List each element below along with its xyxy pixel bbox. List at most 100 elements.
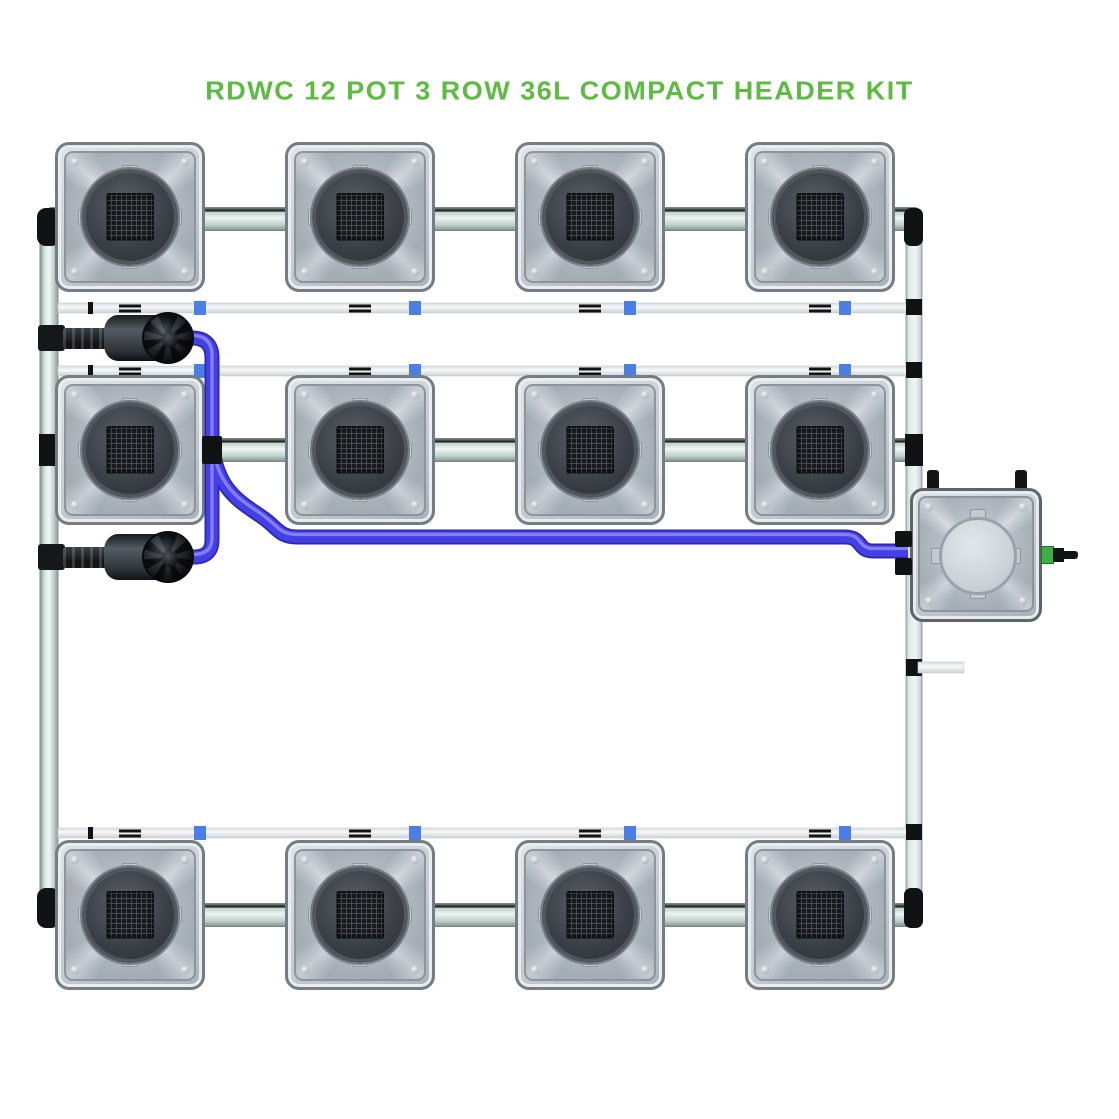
left-bottom-elbow <box>37 888 60 928</box>
lid-screw <box>925 503 933 511</box>
pipe-union-mark <box>119 372 141 376</box>
lid-screw <box>641 856 649 864</box>
tank-inlet-fitting-icon <box>895 558 912 575</box>
lid-screw <box>871 966 879 974</box>
pump-1 <box>38 312 198 364</box>
lid-screw <box>411 268 419 276</box>
lid-screw <box>531 856 539 864</box>
pipe-clip-blue <box>409 364 421 378</box>
right-pipe-clip <box>906 299 922 315</box>
net-pot-mesh <box>796 193 844 241</box>
pipe-union-mark <box>119 829 141 833</box>
pot-lid <box>524 384 656 516</box>
pipe-marks <box>119 301 851 840</box>
pipe-union-mark <box>119 834 141 838</box>
net-pot-mesh <box>566 891 614 939</box>
tank-valve-stub-icon <box>1063 551 1078 559</box>
lid-screw <box>411 856 419 864</box>
lid-screw <box>871 501 879 509</box>
net-pot <box>312 402 408 498</box>
lid-screw <box>71 966 79 974</box>
lid-screw <box>531 966 539 974</box>
right-row2-tee <box>905 434 923 466</box>
tube-tee-fitting <box>202 436 222 464</box>
pot-row3-col3 <box>515 840 665 990</box>
pipe-union-mark <box>349 834 371 838</box>
lid-screw <box>181 966 189 974</box>
pump-2-hub <box>162 551 178 567</box>
pipe-clip-blue <box>624 364 636 378</box>
lid-screw <box>411 501 419 509</box>
right-pipe-clip <box>906 362 922 378</box>
pump-2-impeller-icon <box>142 531 194 583</box>
tank-valve-body-icon <box>1053 548 1064 562</box>
lid-screw <box>531 158 539 166</box>
pot-lid <box>64 849 196 981</box>
pump-2 <box>38 531 198 583</box>
pot-row1-col3 <box>515 142 665 292</box>
pot-lid <box>754 151 886 283</box>
lid-screw <box>301 158 309 166</box>
net-pot-mesh <box>336 193 384 241</box>
lid-screw <box>1019 503 1027 511</box>
net-pot-mesh <box>796 426 844 474</box>
right-bottom-elbow <box>904 888 923 928</box>
lid-screw <box>411 158 419 166</box>
tank-lid <box>918 496 1034 612</box>
right-pipe-clip <box>906 824 922 840</box>
lid-screw <box>71 391 79 399</box>
pot-row1-col1 <box>55 142 205 292</box>
lid-screw <box>411 966 419 974</box>
pipe-clip-blue <box>624 826 636 840</box>
lid-screw <box>301 268 309 276</box>
pipe-union-mark <box>349 304 371 308</box>
lid-screw <box>761 158 769 166</box>
pot-row1-col2 <box>285 142 435 292</box>
lid-screw <box>641 268 649 276</box>
lid-screw <box>1019 597 1027 605</box>
pot-lid <box>524 849 656 981</box>
lid-screw <box>181 501 189 509</box>
pump-1-barb-union-icon <box>63 328 107 349</box>
pump-1-impeller-icon <box>142 312 194 364</box>
left-row2-tee <box>39 434 59 466</box>
lid-screw <box>871 856 879 864</box>
pot-lid <box>294 849 426 981</box>
lid-screw <box>301 391 309 399</box>
pump-1-pipe-fitting-icon <box>38 325 65 351</box>
pipe-union-mark <box>809 829 831 833</box>
pot-lid <box>294 384 426 516</box>
header-tank <box>895 462 1090 632</box>
lid-screw <box>925 597 933 605</box>
lid-screw <box>181 268 189 276</box>
lid-screw <box>761 391 769 399</box>
net-pot <box>312 169 408 265</box>
pipe-clip-blue <box>194 364 206 378</box>
lid-screw <box>871 391 879 399</box>
net-pot-mesh <box>796 891 844 939</box>
pipe-union-mark <box>119 304 141 308</box>
pump-2-pipe-fitting-icon <box>38 544 65 570</box>
pipe-union-mark <box>579 829 601 833</box>
net-pot <box>542 402 638 498</box>
lid-screw <box>531 268 539 276</box>
pipe-end-fitting <box>88 365 93 377</box>
right-top-elbow <box>904 208 923 246</box>
lid-screw <box>301 966 309 974</box>
net-pot <box>772 169 868 265</box>
pipe-union-mark <box>579 304 601 308</box>
net-pot-mesh <box>336 891 384 939</box>
net-pot-mesh <box>566 426 614 474</box>
pipe-union-mark <box>579 367 601 371</box>
lid-screw <box>181 158 189 166</box>
lid-screw <box>531 391 539 399</box>
net-pot <box>542 169 638 265</box>
pot-row2-col2 <box>285 375 435 525</box>
drain-stub-pipe <box>917 661 965 674</box>
pipe-union-mark <box>809 309 831 313</box>
left-top-elbow <box>37 208 60 246</box>
net-pot <box>772 402 868 498</box>
net-pot <box>772 867 868 963</box>
